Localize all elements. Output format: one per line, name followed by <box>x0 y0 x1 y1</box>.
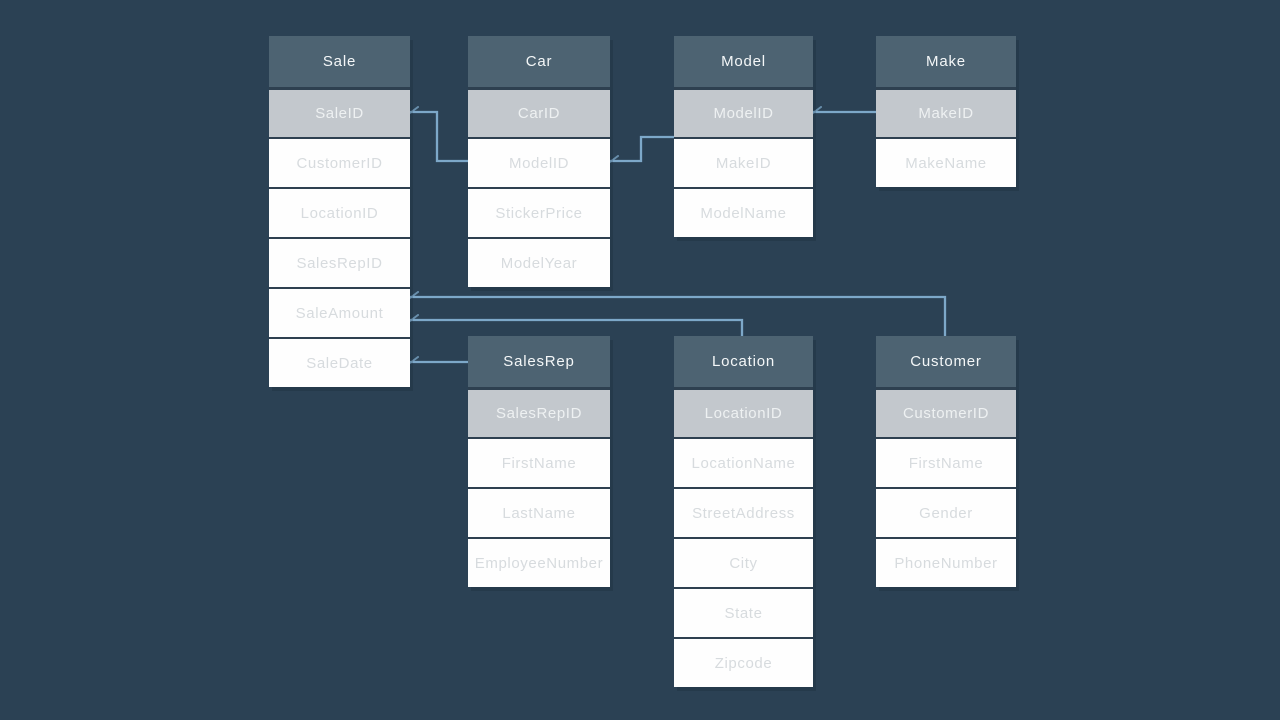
table-title-car: Car <box>468 36 610 87</box>
connector-end-tick-sale-to-customer <box>409 291 419 299</box>
field-row-makename: MakeName <box>876 137 1016 187</box>
relationship-line-sale-to-car <box>410 110 468 163</box>
connector-end-tick-sale-to-location <box>409 314 419 322</box>
table-title-make: Make <box>876 36 1016 87</box>
field-row-state: State <box>674 587 813 637</box>
field-row-locationname: LocationName <box>674 437 813 487</box>
field-row-firstname: FirstName <box>468 437 610 487</box>
field-row-makeid: MakeID <box>674 137 813 187</box>
field-row-phonenumber: PhoneNumber <box>876 537 1016 587</box>
field-row-modelname: ModelName <box>674 187 813 237</box>
relationship-line-sale-to-customer <box>410 295 947 336</box>
field-row-streetaddress: StreetAddress <box>674 487 813 537</box>
connector-end-tick-model-to-make <box>812 106 822 114</box>
key-field-row-locationid: LocationID <box>674 387 813 437</box>
field-row-stickerprice: StickerPrice <box>468 187 610 237</box>
key-field-row-carid: CarID <box>468 87 610 137</box>
field-row-salesrepid: SalesRepID <box>269 237 410 287</box>
field-row-saleamount: SaleAmount <box>269 287 410 337</box>
table-title-location: Location <box>674 336 813 387</box>
field-row-locationid: LocationID <box>269 187 410 237</box>
relationship-line-car-to-model <box>610 135 674 163</box>
field-row-firstname: FirstName <box>876 437 1016 487</box>
key-field-row-salesrepid: SalesRepID <box>468 387 610 437</box>
field-row-lastname: LastName <box>468 487 610 537</box>
field-row-employeenumber: EmployeeNumber <box>468 537 610 587</box>
field-row-gender: Gender <box>876 487 1016 537</box>
key-field-row-modelid: ModelID <box>674 87 813 137</box>
table-title-model: Model <box>674 36 813 87</box>
relationship-line-sale-to-location <box>410 318 744 336</box>
table-title-customer: Customer <box>876 336 1016 387</box>
key-field-row-customerid: CustomerID <box>876 387 1016 437</box>
connector-end-tick-sale-to-salesrep <box>409 356 419 364</box>
connector-end-tick-car-to-model <box>609 155 619 163</box>
connector-end-tick-sale-to-car <box>409 106 419 114</box>
field-row-modelyear: ModelYear <box>468 237 610 287</box>
table-title-salesrep: SalesRep <box>468 336 610 387</box>
field-row-saledate: SaleDate <box>269 337 410 387</box>
key-field-row-makeid: MakeID <box>876 87 1016 137</box>
field-row-modelid: ModelID <box>468 137 610 187</box>
key-field-row-saleid: SaleID <box>269 87 410 137</box>
table-title-sale: Sale <box>269 36 410 87</box>
field-row-zipcode: Zipcode <box>674 637 813 687</box>
field-row-city: City <box>674 537 813 587</box>
field-row-customerid: CustomerID <box>269 137 410 187</box>
